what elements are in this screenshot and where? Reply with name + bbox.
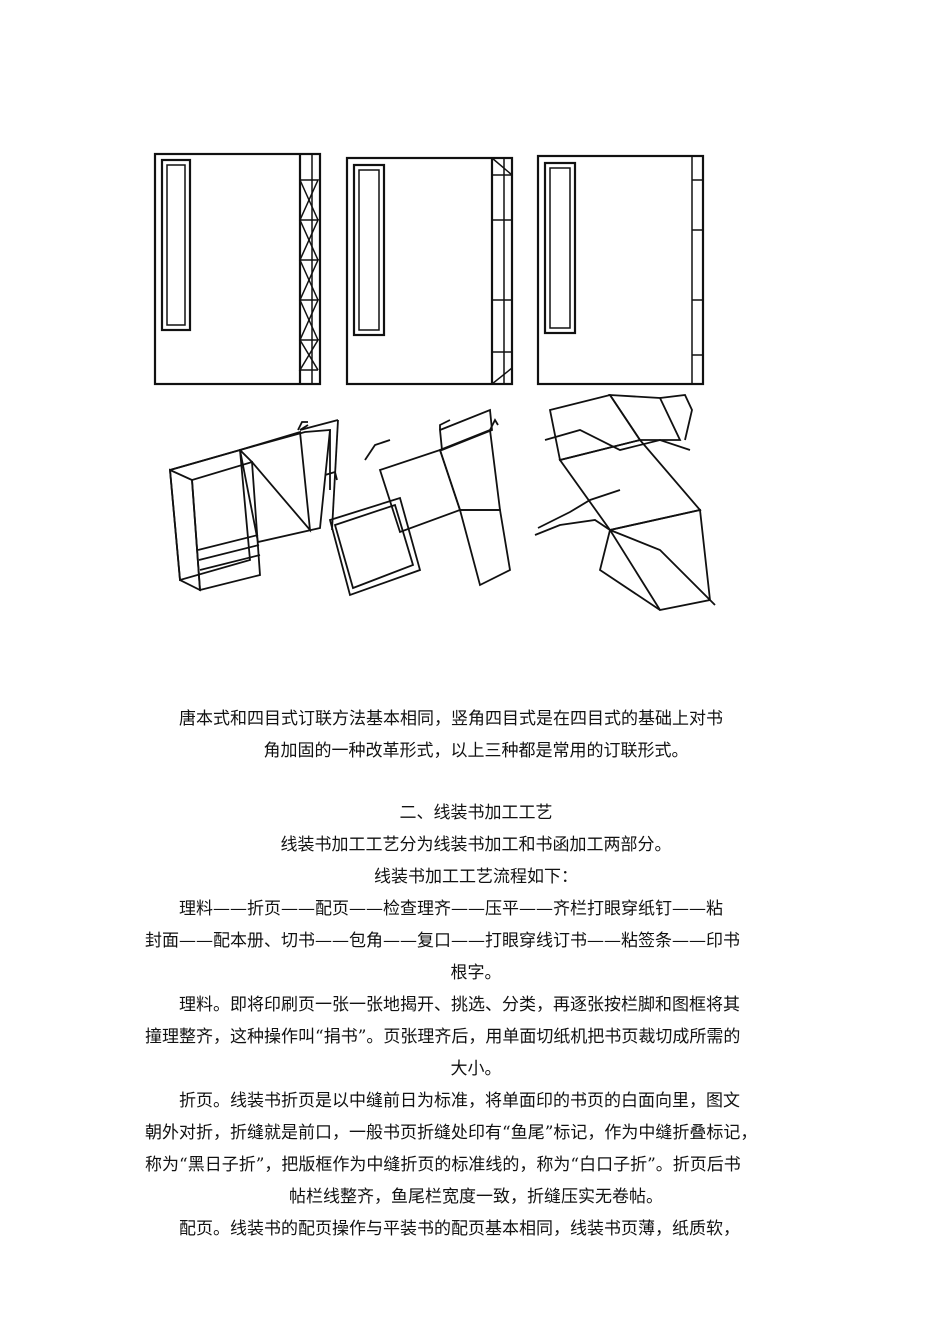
- spacer: [145, 767, 807, 797]
- text-line: 朝外对折，折缝就是前口，一般书页折缝处印有“鱼尾”标记，作为中缝折叠标记，: [145, 1123, 758, 1143]
- flow-title: 线装书加工工艺流程如下：: [374, 867, 578, 887]
- text-line: 理料。即将印刷页一张一张地揭开、挑选、分类，再逐张按栏脚和图框将其: [179, 995, 740, 1015]
- intro-paragraph: 线装书加工工艺分为线装书加工和书函加工两部分。: [280, 835, 672, 855]
- text-line: 封面——配本册、切书——包角——复口——打眼穿线订书——粘签条——印书: [145, 931, 740, 951]
- body-text: 唐本式和四目式订联方法基本相同，竖角四目式是在四目式的基础上对书 角加固的一种改…: [145, 703, 807, 1245]
- book-case-tied: [534, 393, 716, 612]
- text-line: 称为“黑日子折”，把版框作为中缝折页的标准线的，称为“白口子折”。折页后书: [145, 1155, 741, 1175]
- text-line: 撞理整齐，这种操作叫“捐书”。页张理齐后，用单面切纸机把书页裁切成所需的: [145, 1027, 741, 1047]
- binding-styles-figure: [140, 140, 740, 630]
- text-line: 帖栏线整齐，鱼尾栏宽度一致，折缝压实无卷帖。: [289, 1187, 663, 1207]
- text-line: 配页。线装书的配页操作与平装书的配页基本相同，线装书页薄，纸质软，: [179, 1219, 740, 1239]
- text-line: 根字。: [450, 963, 502, 983]
- paragraph-zheye: 折页。线装书折页是以中缝前日为标准，将单面印的书页的白面向里，图文 朝外对折，折…: [145, 1085, 807, 1213]
- process-flow: 理料——折页——配页——检查理齐——压平——齐栏打眼穿纸钉——粘 封面——配本册…: [145, 893, 807, 989]
- binding-illustration: [153, 152, 716, 612]
- text-line: 理料——折页——配页——检查理齐——压平——齐栏打眼穿纸钉——粘: [179, 899, 723, 919]
- book-tang-style: [153, 152, 322, 386]
- text-line: 大小。: [450, 1059, 502, 1079]
- section-title: 二、线装书加工工艺: [399, 803, 553, 823]
- book-case-unfolded: [328, 408, 511, 597]
- book-case-open: [168, 419, 339, 592]
- book-corner-four-eye-style: [345, 156, 514, 386]
- paragraph-binding-styles: 唐本式和四目式订联方法基本相同，竖角四目式是在四目式的基础上对书 角加固的一种改…: [145, 703, 807, 767]
- text-line: 角加固的一种改革形式，以上三种都是常用的订联形式。: [263, 741, 689, 761]
- book-four-eye-style: [536, 154, 705, 386]
- paragraph-peiye: 配页。线装书的配页操作与平装书的配页基本相同，线装书页薄，纸质软，: [145, 1213, 807, 1245]
- text-line: 唐本式和四目式订联方法基本相同，竖角四目式是在四目式的基础上对书: [179, 709, 723, 729]
- paragraph-liliao: 理料。即将印刷页一张一张地揭开、挑选、分类，再逐张按栏脚和图框将其 撞理整齐，这…: [145, 989, 807, 1085]
- text-line: 折页。线装书折页是以中缝前日为标准，将单面印的书页的白面向里，图文: [179, 1091, 740, 1111]
